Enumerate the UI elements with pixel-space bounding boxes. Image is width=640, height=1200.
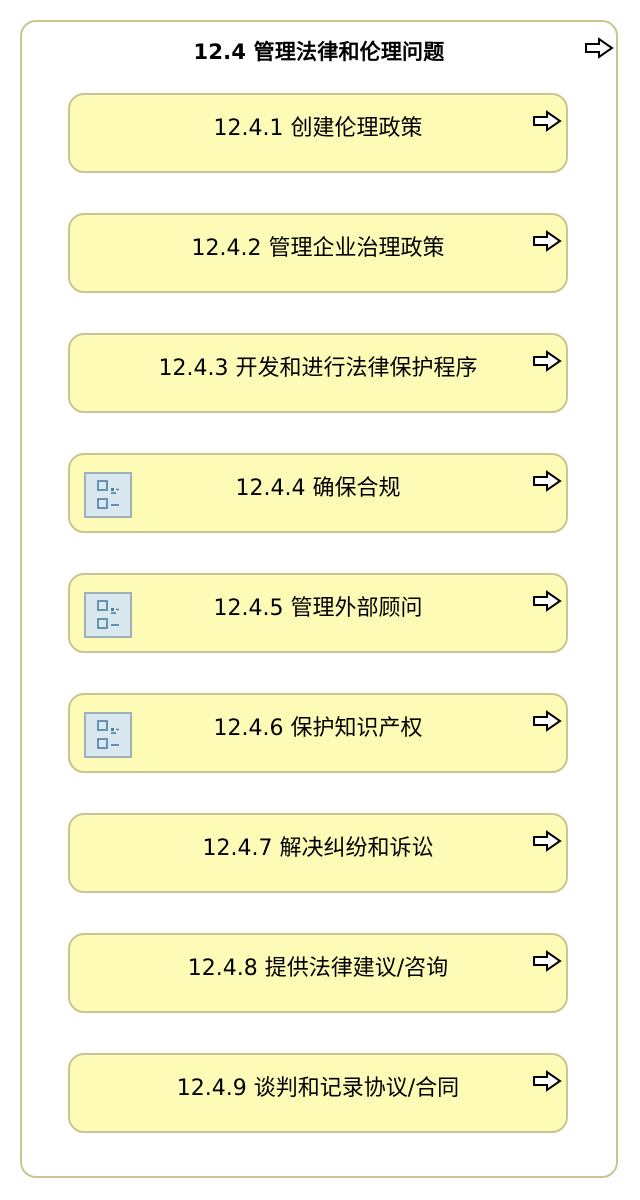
process-card-label: 12.4.7 解决纠纷和诉讼 [202,836,434,861]
drill-down-arrow-icon[interactable] [532,950,562,972]
process-card-label: 12.4.1 创建伦理政策 [213,116,423,141]
process-card-label: 12.4.3 开发和进行法律保护程序 [158,356,478,381]
drill-down-arrow-icon[interactable] [532,350,562,372]
process-card-1[interactable]: 12.4.1 创建伦理政策 [68,93,568,173]
process-card-label: 12.4.6 保护知识产权 [213,716,423,741]
drill-down-arrow-icon[interactable] [532,590,562,612]
drill-down-arrow-icon[interactable] [532,830,562,852]
process-card-label: 12.4.8 提供法律建议/咨询 [187,956,449,981]
drill-down-arrow-icon[interactable] [532,110,562,132]
process-card-4[interactable]: 12.4.4 确保合规 [68,453,568,533]
process-card-2[interactable]: 12.4.2 管理企业治理政策 [68,213,568,293]
process-card-9[interactable]: 12.4.9 谈判和记录协议/合同 [68,1053,568,1133]
process-card-label: 12.4.4 确保合规 [235,476,401,501]
drill-down-arrow-icon[interactable] [532,470,562,492]
sub-process-list-icon[interactable] [84,592,132,638]
drill-down-arrow-icon[interactable] [532,1070,562,1092]
group-arrow-icon[interactable] [584,37,614,59]
drill-down-arrow-icon[interactable] [532,710,562,732]
process-card-8[interactable]: 12.4.8 提供法律建议/咨询 [68,933,568,1013]
process-card-label: 12.4.5 管理外部顾问 [213,596,423,621]
drill-down-arrow-icon[interactable] [532,230,562,252]
process-card-6[interactable]: 12.4.6 保护知识产权 [68,693,568,773]
group-title: 12.4 管理法律和伦理问题 [193,40,445,64]
process-card-label: 12.4.9 谈判和记录协议/合同 [176,1076,460,1101]
process-card-5[interactable]: 12.4.5 管理外部顾问 [68,573,568,653]
process-card-7[interactable]: 12.4.7 解决纠纷和诉讼 [68,813,568,893]
sub-process-list-icon[interactable] [84,472,132,518]
process-card-label: 12.4.2 管理企业治理政策 [191,236,445,261]
process-card-3[interactable]: 12.4.3 开发和进行法律保护程序 [68,333,568,413]
sub-process-list-icon[interactable] [84,712,132,758]
